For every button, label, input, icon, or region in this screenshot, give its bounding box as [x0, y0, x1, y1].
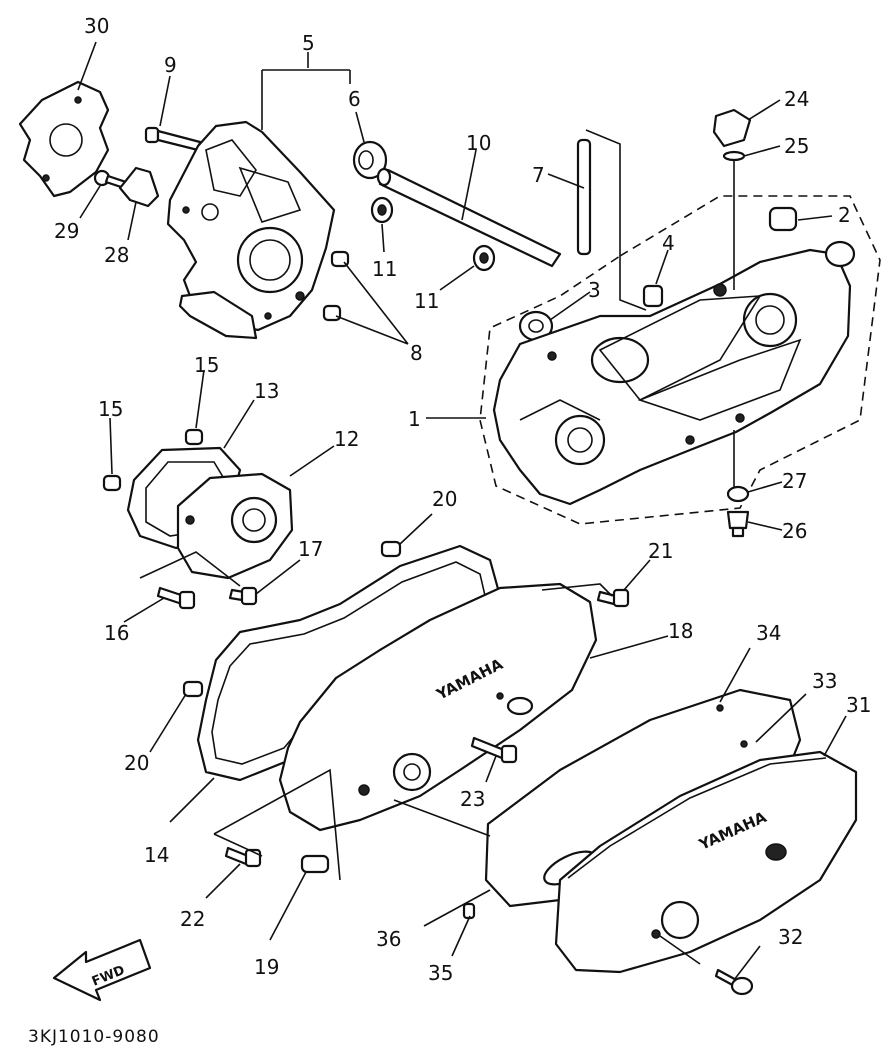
part-35-dowel: [462, 902, 476, 920]
part-17-bolt: [228, 586, 258, 606]
callout-4: 4: [662, 231, 675, 255]
part-7-pin: [576, 138, 592, 256]
callout-30: 30: [84, 14, 109, 38]
part-15-dowel-lower: [102, 474, 122, 492]
callout-21: 21: [648, 539, 673, 563]
part-4-plug: [642, 284, 664, 308]
callout-14: 14: [144, 843, 169, 867]
part-12-pump-cover: [176, 472, 294, 580]
part-11-seal-upper: [370, 196, 394, 224]
part-19-dowel: [300, 854, 330, 874]
part-31-outer-cover: YAMAHA: [554, 750, 858, 974]
part-32-bolt: [714, 968, 754, 996]
leader-lines: [77, 41, 847, 981]
callout-24: 24: [784, 87, 809, 111]
reference-code: 3KJ1010-9080: [28, 1027, 160, 1047]
part-21-bolt: [596, 588, 630, 608]
callout-11-upper: 11: [372, 257, 397, 281]
callout-22: 22: [180, 907, 205, 931]
callout-6: 6: [348, 87, 361, 111]
callout-9: 9: [164, 53, 177, 77]
fwd-arrow: FWD: [52, 938, 152, 1002]
callout-11-lower: 11: [414, 289, 439, 313]
part-27-washer: [726, 485, 750, 503]
callout-23: 23: [460, 787, 485, 811]
callout-26: 26: [782, 519, 807, 543]
callout-1: 1: [408, 407, 421, 431]
callout-28: 28: [104, 243, 129, 267]
part-23-bolt: [470, 736, 518, 764]
callout-18: 18: [668, 619, 693, 643]
part-11-seal-lower: [472, 244, 496, 272]
callout-16: 16: [104, 621, 129, 645]
part-9-bolt: [144, 126, 202, 152]
callout-15-upper: 15: [194, 353, 219, 377]
callout-32: 32: [778, 925, 803, 949]
part-30-plate: [18, 80, 110, 198]
part-1-boundary: [479, 195, 881, 525]
part-28-clip: [118, 166, 160, 208]
part-2-collar: [768, 206, 798, 232]
callout-27: 27: [782, 469, 807, 493]
part-6-bearing: [352, 140, 388, 180]
part-10-shaft: [376, 167, 562, 268]
part-1-right-crankcase: [492, 240, 856, 506]
callout-8: 8: [410, 341, 423, 365]
callout-25: 25: [784, 134, 809, 158]
callout-33: 33: [812, 669, 837, 693]
callout-29: 29: [54, 219, 79, 243]
part-15-dowel-upper: [184, 428, 204, 446]
callout-20-upper: 20: [432, 487, 457, 511]
callout-3: 3: [588, 278, 601, 302]
callout-36: 36: [376, 927, 401, 951]
part-26-drain-plug: [726, 510, 750, 538]
part-24-oil-plug: [712, 108, 752, 148]
part-20-dowel-upper: [380, 540, 402, 558]
callout-2: 2: [838, 203, 851, 227]
callout-15-lower: 15: [98, 397, 123, 421]
callout-13: 13: [254, 379, 279, 403]
part-18-inner-cover: YAMAHA: [278, 582, 598, 832]
callout-34: 34: [756, 621, 781, 645]
part-20-dowel-lower: [182, 680, 204, 698]
callout-31: 31: [846, 693, 871, 717]
callout-20-lower: 20: [124, 751, 149, 775]
callout-12: 12: [334, 427, 359, 451]
part-22-bolt: [224, 846, 262, 868]
callout-7: 7: [532, 163, 545, 187]
part-16-bolt: [156, 586, 196, 610]
callout-labels: 30 5 9 6 10 7 29 28 11 11 8 4 3 2 24 25 …: [54, 14, 871, 985]
callout-17: 17: [298, 537, 323, 561]
callout-35: 35: [428, 961, 453, 985]
callout-10: 10: [466, 131, 491, 155]
callout-19: 19: [254, 955, 279, 979]
part-25-o-ring: [722, 150, 746, 162]
part-5-left-crankcase: [166, 120, 336, 340]
callout-5: 5: [302, 31, 315, 55]
